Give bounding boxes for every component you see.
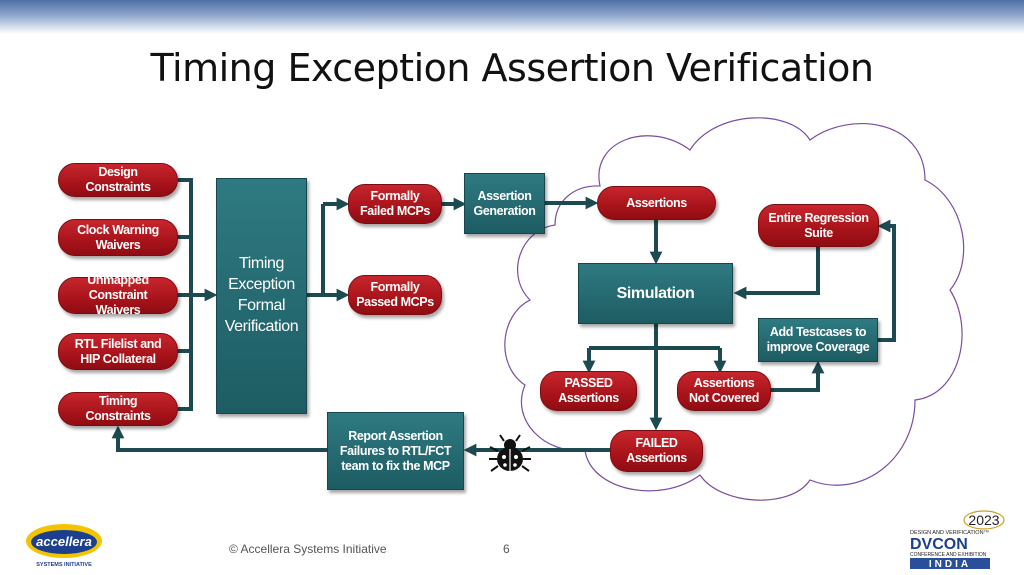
dvcon-year: 2023 <box>968 512 999 528</box>
dvcon-region: INDIA <box>929 559 971 570</box>
formally-passed-mcps-pill: Formally Passed MCPs <box>348 275 442 315</box>
passed-assertions-pill: PASSED Assertions <box>540 371 637 411</box>
rtl-filelist-pill: RTL Filelist and HIP Collateral <box>58 333 178 370</box>
formal-verification-box: Timing Exception Formal Verification <box>216 178 307 414</box>
failed-assertions-pill: FAILED Assertions <box>610 430 703 472</box>
add-testcases-box: Add Testcases to improve Coverage <box>758 318 878 362</box>
assertions-pill: Assertions <box>597 186 716 220</box>
top-gradient-band <box>0 0 1024 34</box>
slide-title: Timing Exception Assertion Verification <box>150 46 874 90</box>
accellera-logo-text: accellera <box>36 534 92 549</box>
dvcon-sub-text: CONFERENCE AND EXHIBITION <box>910 552 987 558</box>
design-constraints-pill: Design Constraints <box>58 163 178 197</box>
assertions-not-covered-pill: Assertions Not Covered <box>677 371 771 411</box>
report-failures-box: Report Assertion Failures to RTL/FCT tea… <box>327 412 464 490</box>
footer-copyright: © Accellera Systems Initiative <box>229 542 387 556</box>
unmapped-constraint-waivers-pill: Unmapped Constraint Waivers <box>58 273 178 317</box>
bug-icon <box>489 434 531 472</box>
dvcon-name: DVCON <box>910 536 968 553</box>
timing-constraints-pill: Timing Constraints <box>58 392 178 426</box>
formally-failed-mcps-pill: Formally Failed MCPs <box>348 184 442 224</box>
clock-warning-waivers-pill: Clock Warning Waivers <box>58 219 178 256</box>
accellera-logo-subtext: SYSTEMS INITIATIVE <box>36 562 92 568</box>
entire-regression-suite-pill: Entire Regression Suite <box>758 204 879 247</box>
footer-page-number: 6 <box>503 542 510 556</box>
dvcon-india-logo: 2023 DESIGN AND VERIFICATION™ DVCON CONF… <box>910 510 1005 570</box>
accellera-logo: accellera SYSTEMS INITIATIVE <box>26 524 102 568</box>
assertion-generation-box: Assertion Generation <box>464 173 545 234</box>
simulation-box: Simulation <box>578 263 733 324</box>
dvcon-top-text: DESIGN AND VERIFICATION™ <box>910 530 989 536</box>
